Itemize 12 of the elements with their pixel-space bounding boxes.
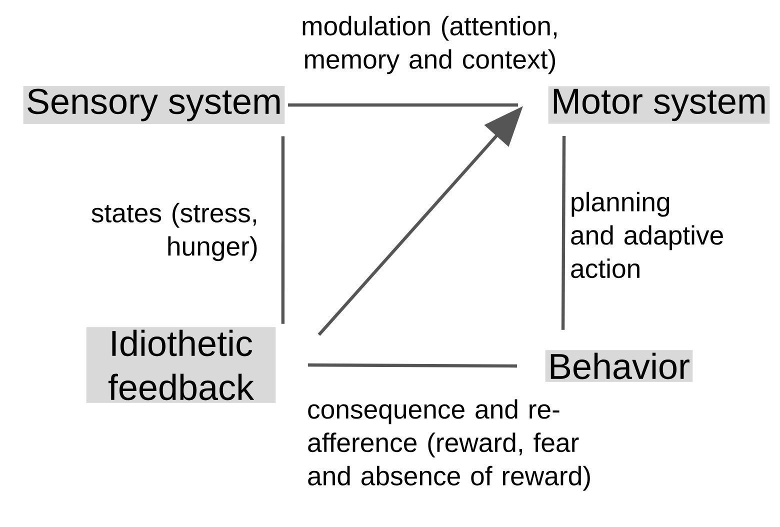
- edge-label: consequence and re-afference (reward, fear and absence of reward): [308, 399, 590, 491]
- connector-line: [561, 136, 566, 330]
- label-box: Motor system: [548, 86, 770, 124]
- edge-label: states (stress, hunger): [92, 202, 257, 262]
- edge-label: modulation (attention, memory and context): [302, 16, 557, 74]
- label-box: Sensory system: [23, 86, 285, 124]
- connector-line: [281, 136, 285, 324]
- connector-line: [288, 103, 518, 107]
- connector-line: [308, 363, 518, 368]
- edge-label: planning and adaptive action: [571, 192, 723, 278]
- label-box: Behavior: [545, 350, 693, 382]
- label-box: Idiothetic feedback: [86, 327, 276, 403]
